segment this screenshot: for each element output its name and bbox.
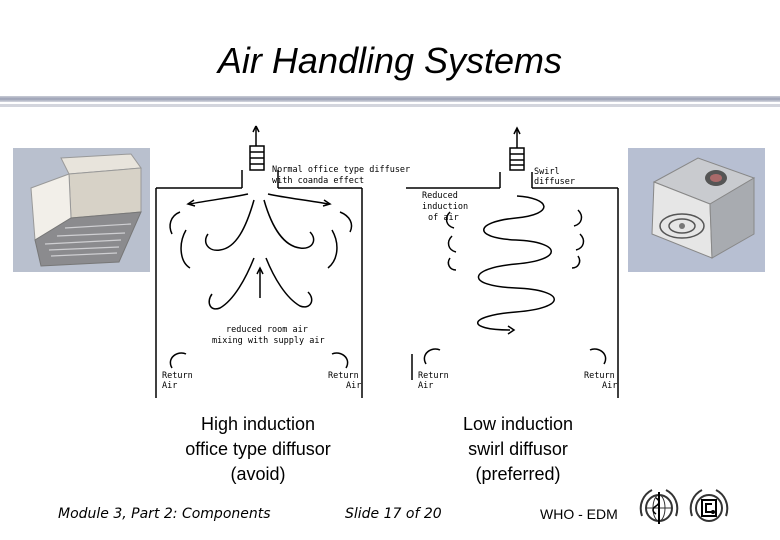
left-return-left-1: Return <box>162 371 193 381</box>
left-diagram-labels: Normal office type diffuser with coanda … <box>162 165 410 391</box>
title-divider <box>0 96 780 102</box>
swirl-diffuser-photo <box>628 148 765 272</box>
caption-left: High induction office type diffusor (avo… <box>148 412 368 487</box>
left-return-right-1: Return <box>328 371 359 381</box>
airflow-diagram: Normal office type diffuser with coanda … <box>155 125 619 398</box>
right-induction-label-1: Reduced <box>422 191 458 201</box>
edm-emblem-logo <box>689 489 729 522</box>
right-return-left-2: Air <box>418 381 433 391</box>
slide-title: Air Handling Systems <box>217 40 563 81</box>
footer-module: Module 3, Part 2: Components <box>58 506 271 522</box>
caption-left-line-3: (avoid) <box>230 464 286 484</box>
title-divider-shadow <box>0 104 780 107</box>
right-return-left-1: Return <box>418 371 449 381</box>
left-mixing-label-1: reduced room air <box>226 325 308 335</box>
who-emblem-logo <box>639 489 679 524</box>
right-induction-label-3: of air <box>428 213 459 223</box>
caption-right-line-2: swirl diffusor <box>468 439 568 459</box>
right-return-right-1: Return <box>584 371 615 381</box>
left-diffuser-label-2: with coanda effect <box>272 176 364 186</box>
right-room-diagram <box>406 126 619 398</box>
caption-left-line-1: High induction <box>200 414 316 434</box>
right-return-right-2: Air <box>602 381 617 391</box>
caption-right: Low induction swirl diffusor (preferred) <box>408 412 628 487</box>
right-diffuser-label-2: diffuser <box>534 177 575 187</box>
caption-right-line-3: (preferred) <box>475 464 561 484</box>
square-ceiling-diffuser-photo <box>13 148 150 272</box>
left-room-diagram <box>155 125 363 398</box>
footer-slide-number: Slide 17 of 20 <box>345 506 442 522</box>
caption-right-line-1: Low induction <box>462 414 574 434</box>
right-diagram-labels: Swirl diffuser Reduced induction of air … <box>418 167 617 391</box>
caption-left-line-2: office type diffusor <box>185 439 331 459</box>
right-induction-label-2: induction <box>422 202 468 212</box>
left-mixing-label-2: mixing with supply air <box>212 336 325 346</box>
footer-org: WHO - EDM <box>540 506 618 522</box>
left-return-right-2: Air <box>346 381 361 391</box>
left-diffuser-label-1: Normal office type diffuser <box>272 165 410 175</box>
left-return-left-2: Air <box>162 381 177 391</box>
right-diffuser-label-1: Swirl <box>534 167 560 177</box>
